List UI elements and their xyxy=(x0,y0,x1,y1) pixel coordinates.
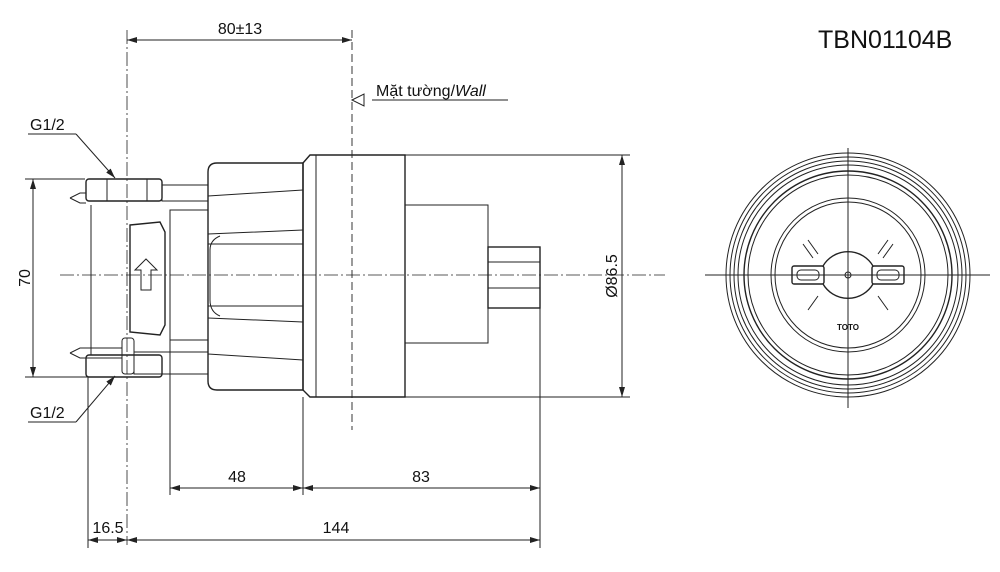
dim-total-length-label: 144 xyxy=(323,520,350,537)
dim-diameter: Ø86.5 xyxy=(405,154,630,398)
dim-wall-offset: 80±13 xyxy=(127,21,352,43)
thread-callout-top: G1/2 xyxy=(28,117,116,179)
dim-front-depth-label: 83 xyxy=(412,469,430,486)
dim-inlet-offset-label: 16.5 xyxy=(92,520,123,537)
toto-logo: TOTO xyxy=(837,323,859,332)
thread-bottom-label: G1/2 xyxy=(30,405,65,422)
dim-height: 70 xyxy=(17,178,120,378)
dim-body-depth-label: 48 xyxy=(228,469,246,486)
valve-front-view: TOTO xyxy=(705,148,990,408)
svg-text:Mặt tường/Wall: Mặt tường/Wall xyxy=(376,83,486,100)
wall-label: Mặt tường/ xyxy=(376,83,456,100)
wall-label-en: Wall xyxy=(455,83,486,100)
model-number: TBN01104B xyxy=(818,26,952,54)
thread-callout-bottom: G1/2 xyxy=(28,375,116,423)
valve-side-view xyxy=(69,154,541,398)
dim-diameter-label: Ø86.5 xyxy=(604,254,621,298)
dim-depths: 48 83 16.5 144 xyxy=(87,308,541,548)
thread-top-label: G1/2 xyxy=(30,117,65,134)
dim-height-label: 70 xyxy=(17,269,34,287)
wall-callout: Mặt tường/Wall xyxy=(350,83,508,107)
dim-wall-offset-label: 80±13 xyxy=(218,21,262,38)
